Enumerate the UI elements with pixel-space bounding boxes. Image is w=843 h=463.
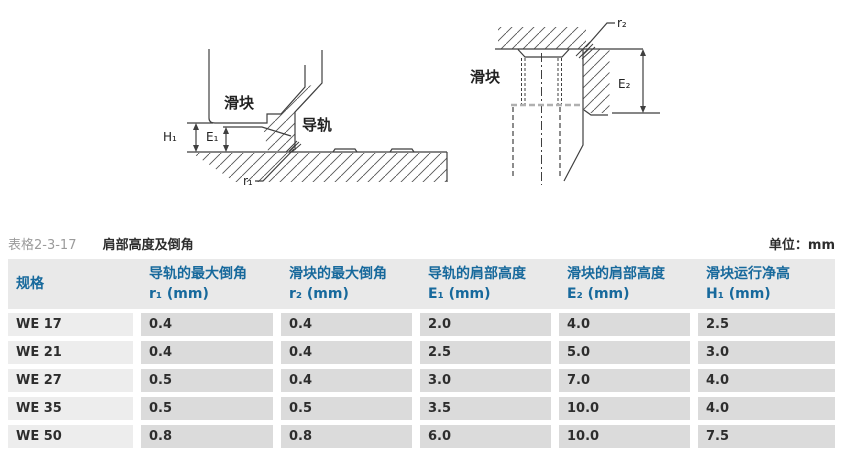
r1-dim-label: r₁: [243, 174, 253, 188]
spec-cell: WE 21: [8, 341, 133, 364]
table-row: WE 35 0.5 0.5 3.5 10.0 4.0: [8, 397, 835, 420]
rail-outline: [294, 50, 323, 150]
value-cell: 5.0: [559, 341, 690, 364]
column-header-r2: 滑块的最大倒角 r₂ (mm): [281, 259, 412, 309]
bolt-thread-lines: [521, 58, 562, 104]
table-hatch: [498, 27, 586, 49]
spec-cell: WE 50: [8, 425, 133, 448]
value-cell: 0.4: [141, 341, 273, 364]
surface-tab: [332, 148, 358, 153]
value-cell: 2.5: [420, 341, 551, 364]
value-cell: 10.0: [559, 397, 690, 420]
column-header-e2: 滑块的肩部高度 E₂ (mm): [559, 259, 690, 309]
r1-fillet-marks: [285, 140, 302, 153]
table-row: WE 50 0.8 0.8 6.0 10.0 7.5: [8, 425, 835, 448]
table-number: 表格2-3-17: [8, 238, 77, 253]
value-cell: 3.5: [420, 397, 551, 420]
countersink-outline: [517, 49, 570, 58]
spec-cell: WE 17: [8, 313, 133, 336]
value-cell: 7.5: [698, 425, 835, 448]
value-cell: 3.0: [420, 369, 551, 392]
value-cell: 0.8: [141, 425, 273, 448]
hidden-body-lines: [512, 107, 561, 178]
h1-dim-label: H₁: [163, 130, 177, 144]
rail-section-diagram: [187, 49, 448, 182]
shoulder-hatch: [263, 84, 322, 151]
shoulder-top-line: [223, 126, 292, 137]
column-symbol: E₁ (mm): [428, 286, 491, 302]
shoulder-height-diagrams: 滑块 导轨 H₁ E₁ r₁: [163, 16, 660, 188]
r1-leader: [255, 148, 295, 182]
value-cell: 2.0: [420, 313, 551, 336]
e1-dimension: [223, 127, 229, 152]
column-title: 滑块的肩部高度: [567, 266, 665, 282]
spec-cell: WE 35: [8, 397, 133, 420]
column-symbol: E₂ (mm): [567, 286, 630, 302]
value-cell: 0.8: [281, 425, 412, 448]
e2-dim-label: E₂: [618, 77, 631, 91]
value-cell: 6.0: [420, 425, 551, 448]
r2-dim-label: r₂: [617, 16, 627, 30]
column-title: 滑块运行净高: [706, 266, 790, 282]
base-hatch: [192, 153, 447, 182]
column-title: 滑块的最大倒角: [289, 266, 387, 282]
value-cell: 4.0: [698, 397, 835, 420]
value-cell: 0.4: [281, 369, 412, 392]
e2-dimension: [640, 49, 646, 113]
column-symbol: H₁ (mm): [706, 286, 771, 302]
table-row: WE 21 0.4 0.4 2.5 5.0 3.0: [8, 341, 835, 364]
value-cell: 0.4: [281, 341, 412, 364]
table-row: WE 27 0.5 0.4 3.0 7.0 4.0: [8, 369, 835, 392]
value-cell: 3.0: [698, 341, 835, 364]
value-cell: 0.5: [141, 369, 273, 392]
value-cell: 0.4: [141, 313, 273, 336]
slider-side-edge: [563, 49, 584, 182]
column-title: 导轨的肩部高度: [428, 266, 526, 282]
column-header-r1: 导轨的最大倒角 r₁ (mm): [141, 259, 273, 309]
r2-leader: [585, 22, 615, 48]
value-cell: 0.5: [281, 397, 412, 420]
table-header-row: 规格 导轨的最大倒角 r₁ (mm) 滑块的最大倒角 r₂ (mm) 导轨的肩部…: [8, 259, 835, 309]
column-header-e1: 导轨的肩部高度 E₁ (mm): [420, 259, 551, 309]
spec-cell: WE 27: [8, 369, 133, 392]
slider-label-right: 滑块: [470, 68, 501, 86]
value-cell: 10.0: [559, 425, 690, 448]
column-header-spec: 规格: [8, 259, 133, 309]
value-cell: 7.0: [559, 369, 690, 392]
column-header-h1: 滑块运行净高 H₁ (mm): [698, 259, 835, 309]
table-body: WE 17 0.4 0.4 2.0 4.0 2.5 WE 21 0.4 0.4 …: [8, 313, 835, 453]
table-row: WE 17 0.4 0.4 2.0 4.0 2.5: [8, 313, 835, 336]
slider-section-diagram: [495, 22, 660, 185]
surface-tab: [389, 148, 415, 153]
value-cell: 2.5: [698, 313, 835, 336]
column-title: 导轨的最大倒角: [149, 266, 247, 282]
e1-dim-label: E₁: [206, 130, 219, 144]
shoulder-block-hatch: [583, 49, 610, 113]
value-cell: 0.5: [141, 397, 273, 420]
column-title: 规格: [16, 276, 44, 292]
rail-label: 导轨: [302, 116, 332, 134]
column-symbol: r₁ (mm): [149, 286, 209, 302]
value-cell: 4.0: [559, 313, 690, 336]
value-cell: 0.4: [281, 313, 412, 336]
h1-dimension: [193, 123, 199, 152]
column-symbol: r₂ (mm): [289, 286, 349, 302]
base-surface-line: [187, 151, 448, 182]
slider-label-left: 滑块: [224, 94, 255, 112]
table-title: 肩部高度及倒角: [102, 238, 194, 253]
table-caption: 表格2-3-17 肩部高度及倒角 单位：mm: [8, 234, 835, 254]
shoulder-bottom-line: [583, 109, 660, 116]
unit-label: 单位：mm: [768, 238, 835, 253]
value-cell: 4.0: [698, 369, 835, 392]
